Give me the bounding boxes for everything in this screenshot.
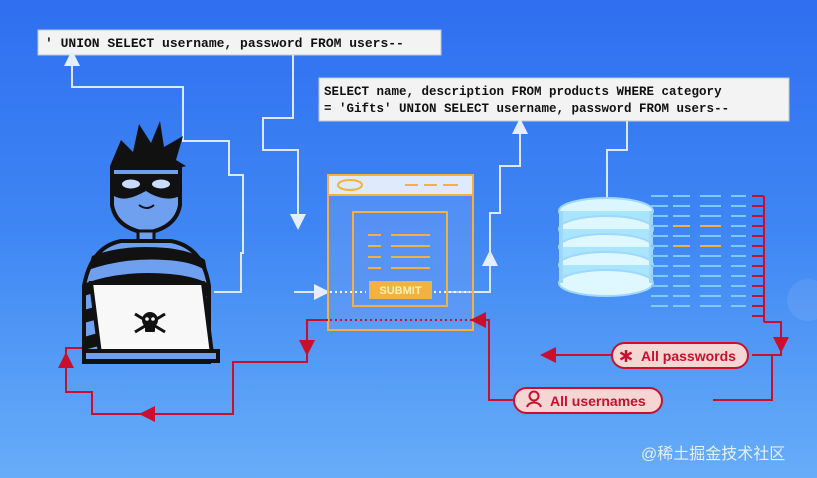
- result-passwords-path: [752, 345, 782, 356]
- db-bottom: [558, 269, 654, 297]
- hacker-eye-left: [122, 179, 140, 189]
- database-table-rows: [651, 195, 746, 307]
- result-usernames-to-browser: [470, 312, 518, 401]
- response-return-left: [58, 352, 147, 415]
- query-full-line-1: SELECT name, description FROM products W…: [324, 85, 722, 99]
- skull-icon: [134, 312, 166, 334]
- usernames-pill-bg: [513, 387, 663, 414]
- response-return-lower: [139, 350, 308, 422]
- query-full-box-bg: [318, 77, 790, 122]
- browser-window-icon: SUBMIT: [327, 174, 474, 331]
- hacker-icon: [82, 121, 220, 364]
- query-injection-box-bg: [37, 29, 442, 56]
- result-bracket-to-server: [764, 321, 789, 353]
- asterisk-icon: [619, 350, 633, 362]
- flow-line-from-hacker: [214, 252, 242, 293]
- usernames-result-pill: All usernames: [513, 387, 663, 414]
- hacker-mouth: [138, 204, 155, 209]
- browser-dot: [337, 179, 363, 191]
- browser-titlebar: [327, 174, 474, 196]
- flow-line-server-query: [489, 118, 528, 256]
- submit-label: SUBMIT: [379, 285, 421, 297]
- usernames-label: All usernames: [550, 393, 646, 409]
- submit-button[interactable]: [369, 281, 432, 299]
- passwords-result-pill: All passwords: [611, 342, 749, 369]
- laptop-base: [82, 349, 220, 363]
- query-full-line-2: = 'Gifts' UNION SELECT username, passwor…: [324, 102, 729, 116]
- query-full-box: SELECT name, description FROM products W…: [318, 77, 790, 122]
- watermark: @稀土掘金技术社区: [641, 445, 785, 463]
- passwords-pill-bg: [611, 342, 749, 369]
- decorative-side-circle: [787, 279, 817, 321]
- passwords-label: All passwords: [641, 348, 736, 364]
- flow-line-query-to-browser: [262, 55, 306, 230]
- database-icon: [558, 197, 654, 297]
- hacker-eye-right: [152, 179, 170, 189]
- hacker-hair: [110, 121, 186, 171]
- db-side-left: [559, 211, 563, 283]
- query-injection-box: ' UNION SELECT username, password FROM u…: [37, 29, 442, 56]
- user-icon: [526, 390, 542, 408]
- query-injection-text: ' UNION SELECT username, password FROM u…: [45, 36, 404, 51]
- flow-line-query-to-database: [599, 121, 628, 217]
- result-column-bracket: [752, 195, 765, 322]
- response-to-hacker: [299, 319, 328, 356]
- flow-line-to-query: [64, 50, 244, 254]
- result-usernames-path: [713, 355, 773, 401]
- result-lines: [58, 195, 789, 422]
